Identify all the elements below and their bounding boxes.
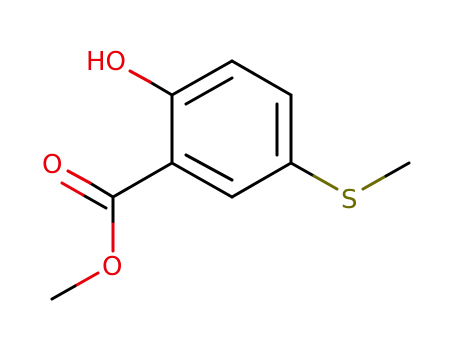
methoxy-bond (50, 271, 100, 301)
hydroxyl-label: HO (86, 47, 126, 77)
carbonyl-double-bond (60, 169, 115, 210)
carbonyl-oxygen-label: O (42, 150, 62, 180)
ring-inner-bond (184, 153, 234, 182)
ring-inner-bond (184, 76, 234, 106)
hydroxyl-bond (128, 69, 174, 97)
ring-sulfur-bond (289, 161, 339, 191)
ring-bond (230, 59, 293, 97)
sulfur-label: S (341, 185, 358, 215)
sulfur-methyl-bond (361, 161, 411, 191)
ester-carbon-bond (111, 161, 174, 199)
ring-bond (230, 161, 293, 199)
ring-bond (170, 59, 234, 97)
benzene-ring (170, 59, 293, 199)
ring-bond (170, 161, 234, 199)
ester-oxygen-label: O (102, 252, 122, 282)
